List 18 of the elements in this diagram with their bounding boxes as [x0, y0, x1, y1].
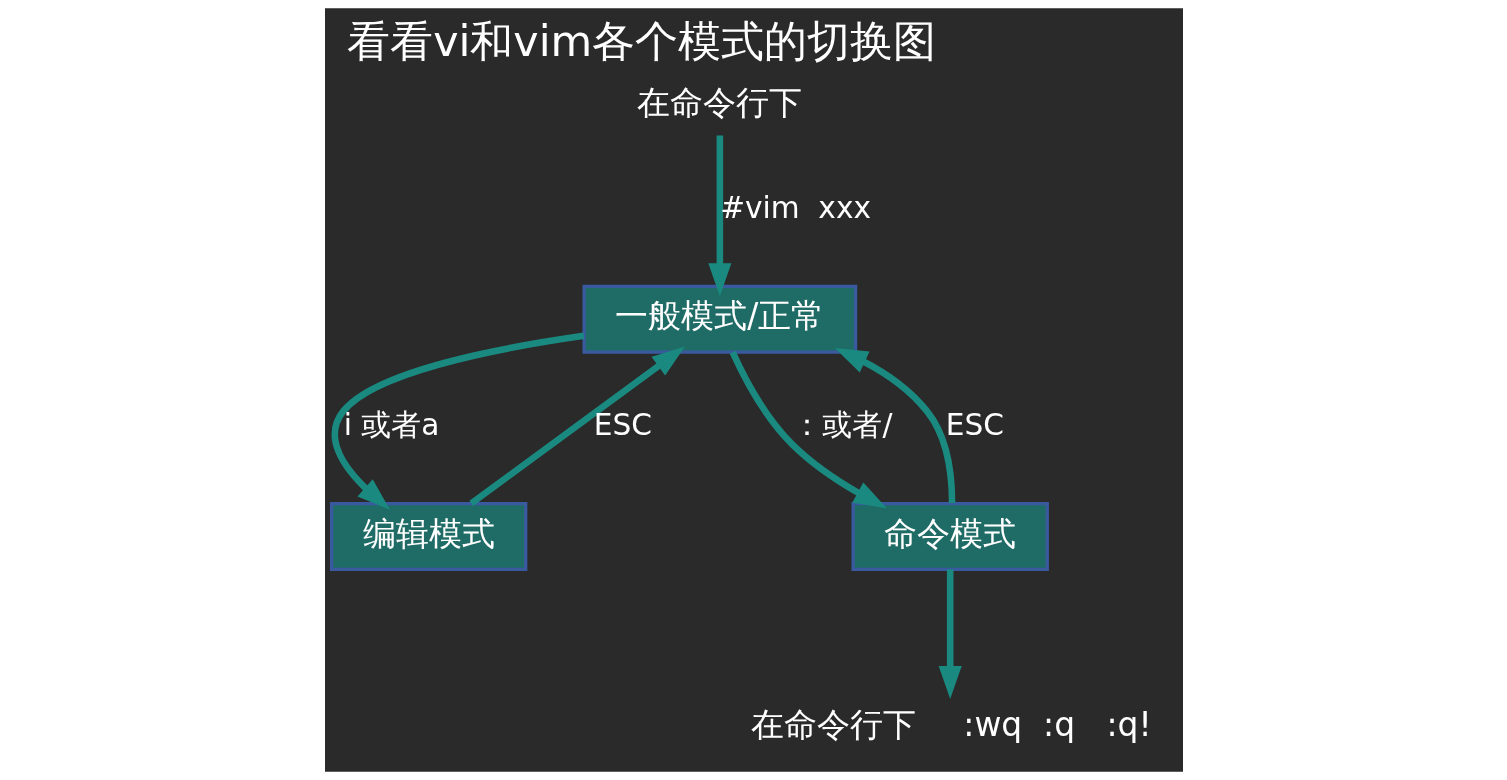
- arrow: [729, 350, 887, 509]
- diagram-title: 看看vi和vim各个模式的切换图: [346, 15, 936, 66]
- arrow: [707, 135, 731, 297]
- edge-label: i 或者a: [343, 408, 440, 443]
- node-box: 命令模式: [851, 501, 1049, 571]
- arrow: [468, 346, 685, 507]
- node-text: 在命令行下: [636, 82, 802, 122]
- edge-label: ：或者/: [791, 408, 892, 443]
- node-box: 编辑模式: [329, 501, 527, 571]
- arrow: [834, 347, 955, 504]
- edge-label: ESC: [945, 408, 1004, 443]
- arrow: [938, 569, 962, 699]
- edge-label: #vim xxx: [719, 190, 871, 225]
- node-text: 在命令行下: [750, 704, 916, 744]
- arrow: [331, 332, 584, 510]
- node-label: :wq :q :q!: [962, 704, 1152, 744]
- edge-label: ESC: [593, 408, 652, 443]
- node-box: 一般模式/正常: [582, 284, 857, 354]
